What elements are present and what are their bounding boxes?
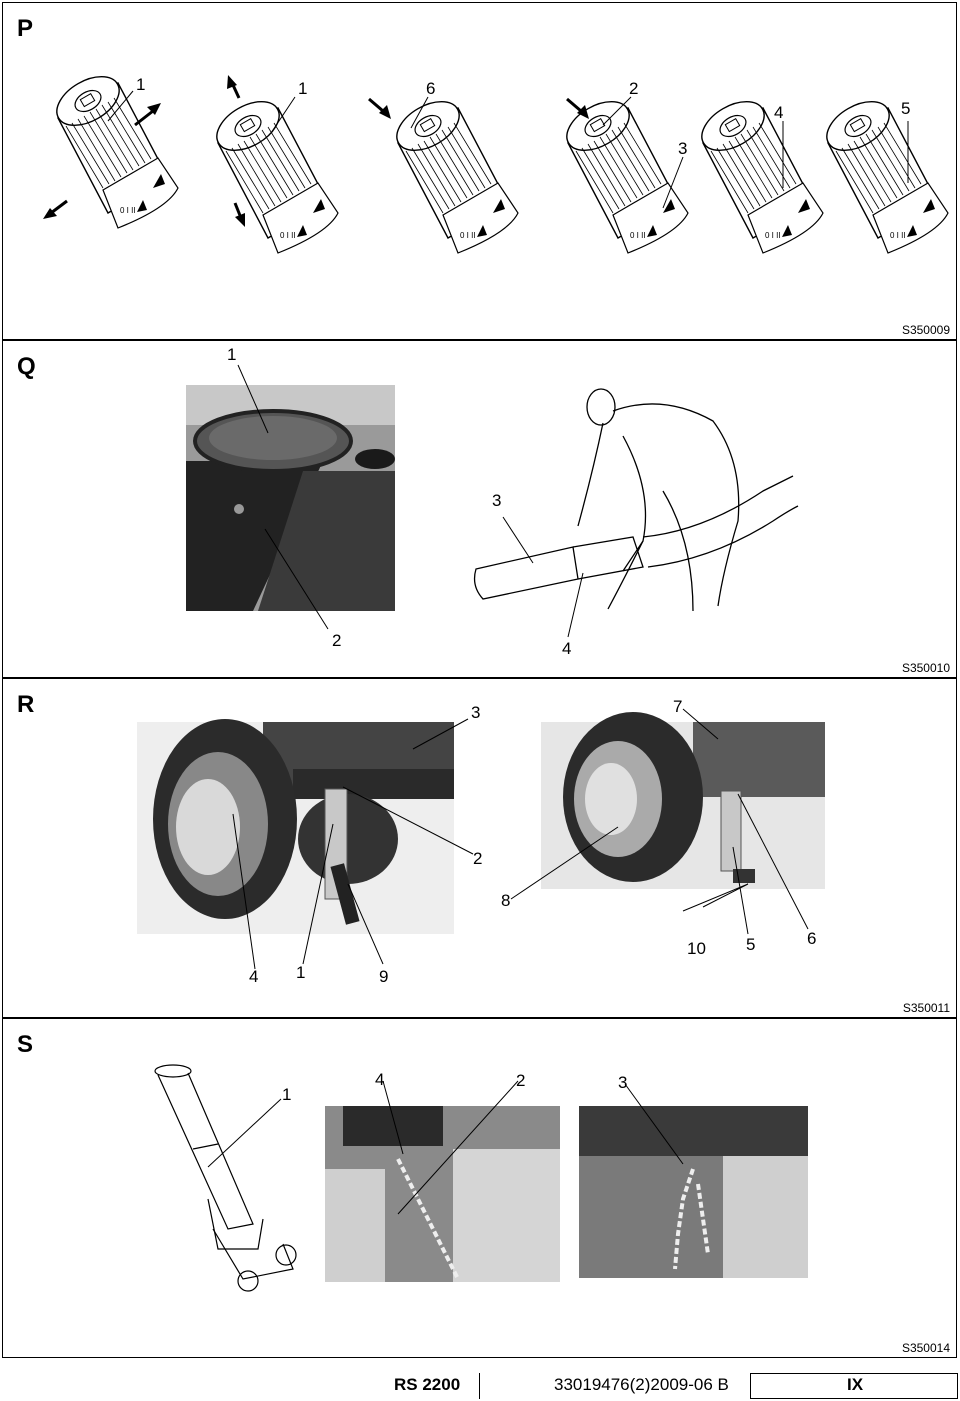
callout: 4	[375, 1070, 385, 1089]
callout: 6	[807, 929, 817, 948]
callout: 1	[227, 345, 237, 364]
callout: 9	[379, 967, 389, 986]
filter-housing-photo	[186, 385, 395, 611]
callout: 7	[673, 697, 683, 716]
callout: 4	[249, 967, 259, 986]
callout: 6	[426, 79, 436, 98]
figure-code: S350011	[902, 1001, 950, 1015]
filter-illustrations: 0 I II	[43, 65, 949, 254]
page-number: IX	[847, 1375, 864, 1394]
callout: 8	[501, 891, 511, 910]
panel-q: Q	[2, 340, 957, 678]
jack-stowage-illustrations	[154, 1064, 808, 1292]
figure-code: S350009	[901, 323, 950, 337]
panel-s: S	[2, 1018, 957, 1358]
callout: 5	[746, 935, 756, 954]
callout: 2	[516, 1071, 526, 1090]
callout: 4	[774, 103, 784, 122]
callout: 3	[492, 491, 502, 510]
panel-letter: Q	[17, 353, 36, 380]
callout: 3	[471, 703, 481, 722]
callout: 1	[282, 1085, 292, 1104]
filter-cleaning-illustrations	[186, 364, 799, 638]
callout: 1	[298, 79, 308, 98]
model-name: RS 2200	[394, 1375, 461, 1394]
jack-photo-right	[541, 712, 825, 889]
figure-code: S350010	[901, 661, 950, 675]
callout: 4	[562, 639, 572, 658]
jack-drawing	[154, 1064, 297, 1292]
callout: 5	[901, 99, 911, 118]
callout: 2	[332, 631, 342, 650]
page-box	[750, 1373, 958, 1399]
chain-photo-right	[579, 1106, 808, 1278]
panel-p: P 0 I II	[2, 2, 957, 340]
callout: 3	[618, 1073, 628, 1092]
callout: 1	[296, 963, 306, 982]
callout: 1	[136, 75, 146, 94]
panel-letter: S	[17, 1031, 34, 1058]
callout: 10	[687, 939, 706, 958]
jacking-photos	[137, 708, 825, 970]
chain-photo-left	[325, 1106, 560, 1282]
footer-divider	[479, 1373, 480, 1399]
panel-letter: P	[17, 15, 34, 42]
callout: 3	[678, 139, 688, 158]
callout: 2	[629, 79, 639, 98]
page-footer: RS 2200 33019476(2)2009-06 B IX	[2, 1373, 958, 1399]
callout: 2	[473, 849, 483, 868]
jack-photo-left	[137, 719, 454, 934]
worker-drawing	[473, 388, 799, 612]
figure-code: S350014	[901, 1341, 950, 1355]
panel-letter: R	[17, 691, 35, 718]
document-number: 33019476(2)2009-06 B	[554, 1375, 729, 1394]
panel-r: R	[2, 678, 957, 1018]
